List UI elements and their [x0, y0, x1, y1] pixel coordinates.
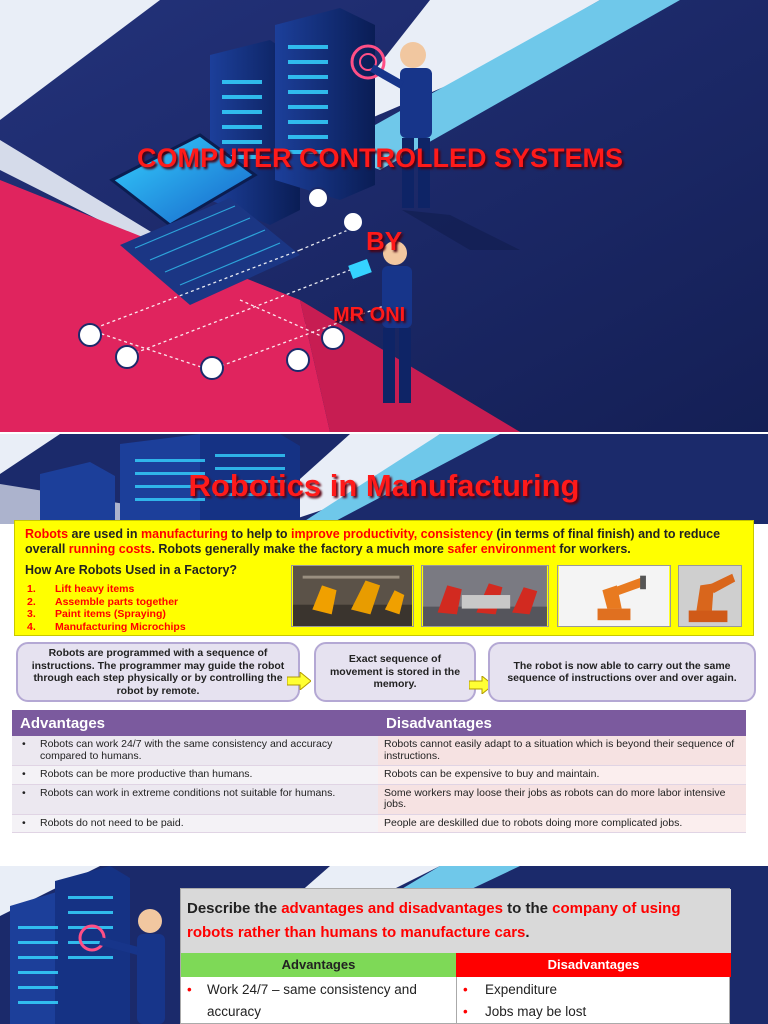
flow-step-1: Robots are programmed with a sequence of… — [16, 642, 300, 702]
presentation-title: COMPUTER CONTROLLED SYSTEMS — [137, 143, 624, 173]
slide1-background-art — [0, 0, 768, 432]
person-tablet-icon — [348, 241, 412, 403]
envelope-icon — [342, 211, 364, 233]
document-icon — [307, 187, 329, 209]
robot-photo-4 — [678, 565, 742, 627]
list-item: 2.Assemble parts together — [27, 595, 179, 608]
uses-list: 1.Lift heavy items 2.Assemble parts toge… — [27, 583, 186, 633]
list-item: 1.Lift heavy items — [27, 583, 135, 595]
by-label: BY — [366, 226, 403, 256]
question-text: Describe the advantages and disadvantage… — [181, 889, 731, 953]
pros-cons-table: Advantages Disadvantages •Robots can wor… — [12, 710, 746, 833]
list-item: •Work 24/7 – same consistency and accura… — [187, 982, 417, 1019]
robot-photo-2 — [421, 565, 549, 627]
list-item: •Jobs may be lost — [463, 1004, 587, 1019]
chart-icon — [200, 356, 224, 380]
disadvantages-header: Disadvantages — [456, 953, 731, 977]
robotics-slide: Robotics in Manufacturing Robots are use… — [0, 434, 768, 864]
table-row: •Robots can be more productive than huma… — [12, 765, 746, 785]
robot-photo-3 — [557, 565, 671, 627]
disadvantages-cell: •Expenditure •Jobs may be lost — [456, 977, 731, 1024]
title-slide: COMPUTER CONTROLLED SYSTEMS BY MR ONI — [0, 0, 768, 432]
gear-icon — [321, 326, 345, 350]
author-name: MR ONI — [333, 304, 406, 326]
arrow-right-icon — [287, 672, 311, 690]
intro-text: Robots are used in manufacturing to help… — [25, 527, 721, 556]
person-standing-icon — [370, 42, 520, 250]
table-row: •Robots do not need to be paid. People a… — [12, 814, 746, 833]
robot-photo-1 — [291, 565, 414, 627]
advantages-cell: •Work 24/7 – same consistency and accura… — [181, 977, 456, 1024]
uses-question: How Are Robots Used in a Factory? — [25, 563, 238, 577]
laptop-screen — [109, 133, 258, 227]
flow-step-2: Exact sequence of movement is stored in … — [314, 642, 476, 702]
arrow-right-icon — [469, 676, 493, 694]
person-standing-icon — [98, 909, 165, 1024]
laptop-keyboard — [120, 198, 300, 305]
intro-box: Robots are used in manufacturing to help… — [14, 520, 754, 636]
table-row: •Robots can work 24/7 with the same cons… — [12, 736, 746, 766]
advantages-header: Advantages — [181, 953, 456, 977]
question-slide: Describe the advantages and disadvantage… — [0, 866, 768, 1024]
dollar-icon — [115, 345, 139, 369]
advantages-header: Advantages — [12, 710, 378, 736]
list-item: 3.Paint items (Spraying) — [27, 608, 166, 620]
server-rack-icon — [40, 462, 115, 524]
table-row: •Robots can work in extreme conditions n… — [12, 784, 746, 815]
list-item: •Expenditure — [463, 982, 558, 997]
pie-icon — [286, 348, 310, 372]
globe-icon — [78, 323, 102, 347]
slide2-header-art — [0, 434, 768, 524]
question-box: Describe the advantages and disadvantage… — [180, 888, 731, 1024]
list-item: 4.Manufacturing Microchips — [27, 620, 186, 633]
disadvantages-header: Disadvantages — [378, 710, 746, 736]
flow-step-3: The robot is now able to carry out the s… — [488, 642, 756, 702]
fingerprint-icon — [350, 44, 386, 80]
slide-title: Robotics in Manufacturing — [188, 468, 580, 503]
